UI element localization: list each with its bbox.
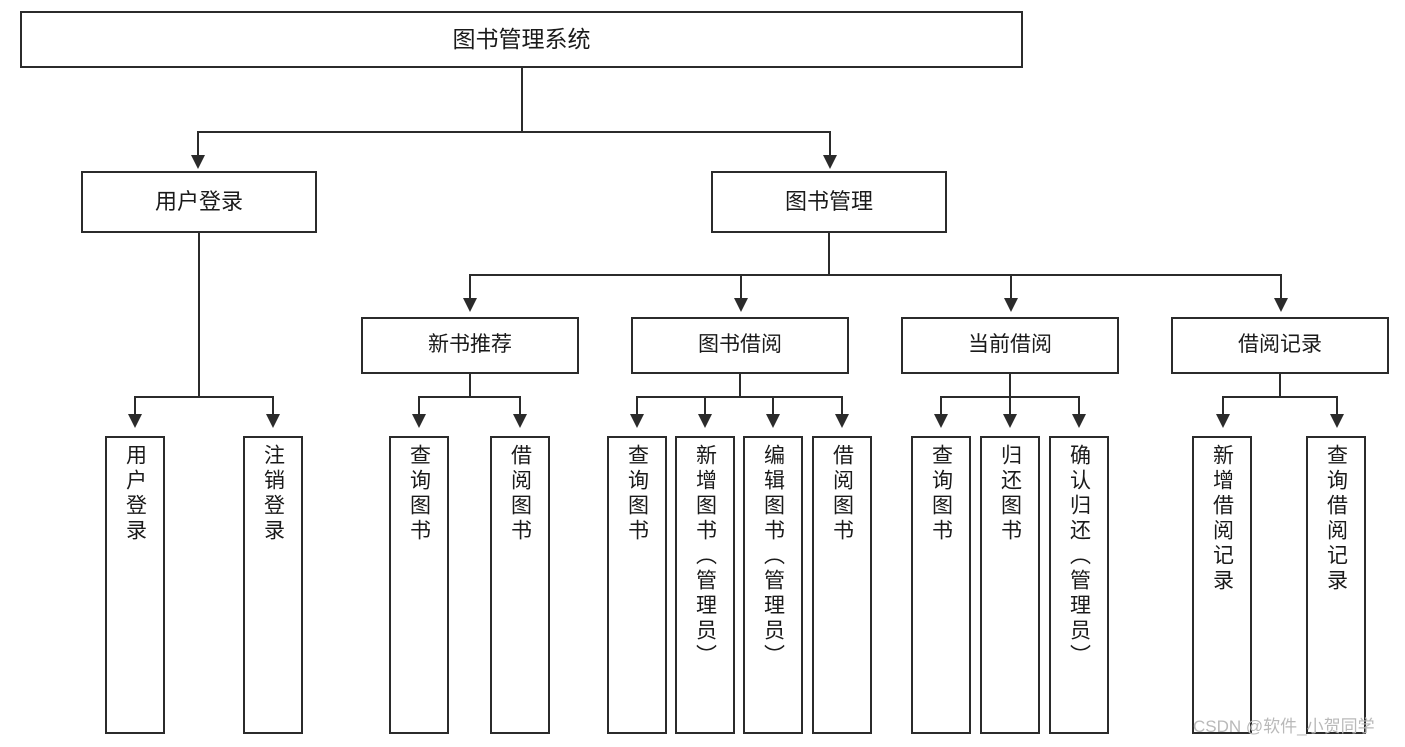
leaf-label: 查询图书 bbox=[407, 444, 431, 544]
leaf-current-borrow-confirm-return-admin[interactable]: 确认归还（管理员） bbox=[1049, 436, 1109, 734]
arrowhead-to-user-login bbox=[191, 155, 205, 169]
leaf-book-borrow-add-book-admin[interactable]: 新增图书（管理员） bbox=[675, 436, 735, 734]
connector-book-borrow-drop-3 bbox=[772, 396, 774, 414]
arrowhead-book-borrow-leaf-2 bbox=[698, 414, 712, 428]
connector-user-login-bus bbox=[134, 396, 273, 398]
node-borrow-record[interactable]: 借阅记录 bbox=[1171, 317, 1389, 374]
connector-new-book-stem bbox=[469, 374, 471, 396]
leaf-label: 归还图书 bbox=[998, 444, 1022, 544]
arrowhead-new-book-leaf-2 bbox=[513, 414, 527, 428]
connector-borrow-record-drop-1 bbox=[1222, 396, 1224, 414]
connector-borrow-record-bus bbox=[1222, 396, 1337, 398]
leaf-borrow-record-add-record[interactable]: 新增借阅记录 bbox=[1192, 436, 1252, 734]
arrowhead-new-book-leaf-1 bbox=[412, 414, 426, 428]
connector-user-login-stem bbox=[198, 233, 200, 396]
leaf-new-book-query-books[interactable]: 查询图书 bbox=[389, 436, 449, 734]
connector-root-stem bbox=[521, 68, 523, 131]
connector-level3-bus bbox=[469, 274, 1281, 276]
connector-borrow-record-stem bbox=[1279, 374, 1281, 396]
connector-current-borrow-drop-2 bbox=[1009, 396, 1011, 414]
arrowhead-borrow-record-leaf-1 bbox=[1216, 414, 1230, 428]
leaf-label: 借阅图书 bbox=[508, 444, 532, 544]
node-label: 当前借阅 bbox=[968, 333, 1052, 357]
arrowhead-current-borrow-leaf-2 bbox=[1003, 414, 1017, 428]
leaf-current-borrow-return-books[interactable]: 归还图书 bbox=[980, 436, 1040, 734]
node-book-borrow[interactable]: 图书借阅 bbox=[631, 317, 849, 374]
connector-book-borrow-drop-4 bbox=[841, 396, 843, 414]
connector-user-login-drop-1 bbox=[134, 396, 136, 414]
connector-new-book-drop-1 bbox=[418, 396, 420, 414]
arrowhead-borrow-record-leaf-2 bbox=[1330, 414, 1344, 428]
arrowhead-current-borrow-leaf-1 bbox=[934, 414, 948, 428]
connector-new-book-drop-2 bbox=[519, 396, 521, 414]
connector-current-borrow-drop-3 bbox=[1078, 396, 1080, 414]
leaf-label: 查询图书 bbox=[929, 444, 953, 544]
arrowhead-book-borrow-leaf-3 bbox=[766, 414, 780, 428]
leaf-label: 新增图书（管理员） bbox=[693, 444, 717, 669]
leaf-current-borrow-query-books[interactable]: 查询图书 bbox=[911, 436, 971, 734]
connector-to-book-management bbox=[829, 131, 831, 155]
node-label: 图书管理 bbox=[784, 189, 873, 215]
connector-borrow-record-drop-2 bbox=[1336, 396, 1338, 414]
connector-book-borrow-bus bbox=[636, 396, 843, 398]
leaf-label: 查询借阅记录 bbox=[1324, 444, 1348, 594]
connector-to-current-borrow bbox=[1010, 274, 1012, 298]
connector-to-borrow-record bbox=[1280, 274, 1282, 298]
node-label: 图书管理系统 bbox=[452, 26, 591, 53]
leaf-label: 注销登录 bbox=[261, 444, 285, 544]
arrowhead-to-borrow-record bbox=[1274, 298, 1288, 312]
connector-book-borrow-drop-2 bbox=[704, 396, 706, 414]
csdn-watermark: CSDN @软件_小贺同学 bbox=[1193, 717, 1375, 736]
connector-user-login-drop-2 bbox=[272, 396, 274, 414]
arrowhead-user-login-leaf-1 bbox=[128, 414, 142, 428]
leaf-user-login-login[interactable]: 用户登录 bbox=[105, 436, 165, 734]
leaf-book-borrow-borrow-books[interactable]: 借阅图书 bbox=[812, 436, 872, 734]
connector-current-borrow-drop-1 bbox=[940, 396, 942, 414]
node-user-login[interactable]: 用户登录 bbox=[81, 171, 317, 233]
connector-book-borrow-stem bbox=[739, 374, 741, 396]
arrowhead-book-borrow-leaf-1 bbox=[630, 414, 644, 428]
node-book-management[interactable]: 图书管理 bbox=[711, 171, 947, 233]
arrowhead-current-borrow-leaf-3 bbox=[1072, 414, 1086, 428]
node-label: 借阅记录 bbox=[1238, 333, 1322, 357]
connector-current-borrow-stem bbox=[1009, 374, 1011, 396]
connector-book-management-stem bbox=[828, 233, 830, 274]
node-current-borrow[interactable]: 当前借阅 bbox=[901, 317, 1119, 374]
leaf-book-borrow-edit-book-admin[interactable]: 编辑图书（管理员） bbox=[743, 436, 803, 734]
leaf-label: 查询图书 bbox=[625, 444, 649, 544]
node-label: 图书借阅 bbox=[698, 333, 782, 357]
arrowhead-to-book-borrow bbox=[734, 298, 748, 312]
leaf-book-borrow-query-books[interactable]: 查询图书 bbox=[607, 436, 667, 734]
arrowhead-book-borrow-leaf-4 bbox=[835, 414, 849, 428]
arrowhead-to-current-borrow bbox=[1004, 298, 1018, 312]
node-label: 用户登录 bbox=[154, 189, 243, 215]
arrowhead-user-login-leaf-2 bbox=[266, 414, 280, 428]
node-root-book-management-system[interactable]: 图书管理系统 bbox=[20, 11, 1023, 68]
connector-to-new-book bbox=[469, 274, 471, 298]
leaf-label: 编辑图书（管理员） bbox=[761, 444, 785, 669]
connector-book-borrow-drop-1 bbox=[636, 396, 638, 414]
leaf-borrow-record-query-record[interactable]: 查询借阅记录 bbox=[1306, 436, 1366, 734]
leaf-label: 新增借阅记录 bbox=[1210, 444, 1234, 594]
connector-to-book-borrow bbox=[740, 274, 742, 298]
connector-to-user-login bbox=[197, 131, 199, 155]
connector-level2-bus bbox=[197, 131, 830, 133]
connector-new-book-bus bbox=[418, 396, 521, 398]
leaf-label: 确认归还（管理员） bbox=[1067, 444, 1091, 669]
leaf-user-login-logout[interactable]: 注销登录 bbox=[243, 436, 303, 734]
node-new-book-recommend[interactable]: 新书推荐 bbox=[361, 317, 579, 374]
arrowhead-to-book-management bbox=[823, 155, 837, 169]
arrowhead-to-new-book bbox=[463, 298, 477, 312]
leaf-label: 用户登录 bbox=[123, 444, 147, 544]
node-label: 新书推荐 bbox=[428, 333, 512, 357]
leaf-label: 借阅图书 bbox=[830, 444, 854, 544]
leaf-new-book-borrow-books[interactable]: 借阅图书 bbox=[490, 436, 550, 734]
